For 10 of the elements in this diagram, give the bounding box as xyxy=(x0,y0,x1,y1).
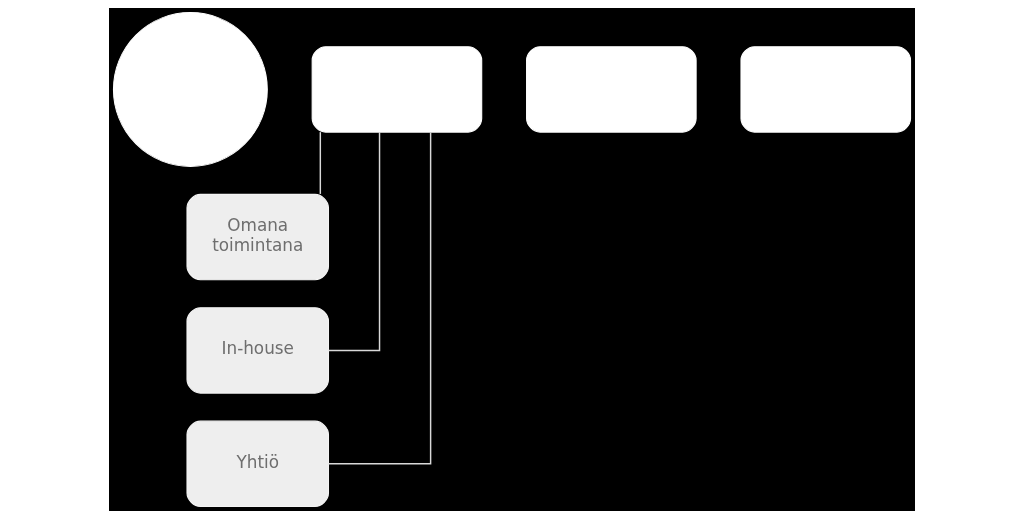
connector xyxy=(319,131,322,195)
node-box xyxy=(740,46,912,133)
node-circle xyxy=(112,11,268,167)
node-box: In-house xyxy=(186,307,329,394)
connector xyxy=(327,131,432,465)
connector xyxy=(327,131,381,352)
node-box: Yhtiö xyxy=(186,420,329,507)
node-box xyxy=(526,46,697,133)
node-box xyxy=(311,46,483,133)
node-box: Omana toimintana xyxy=(186,193,329,281)
